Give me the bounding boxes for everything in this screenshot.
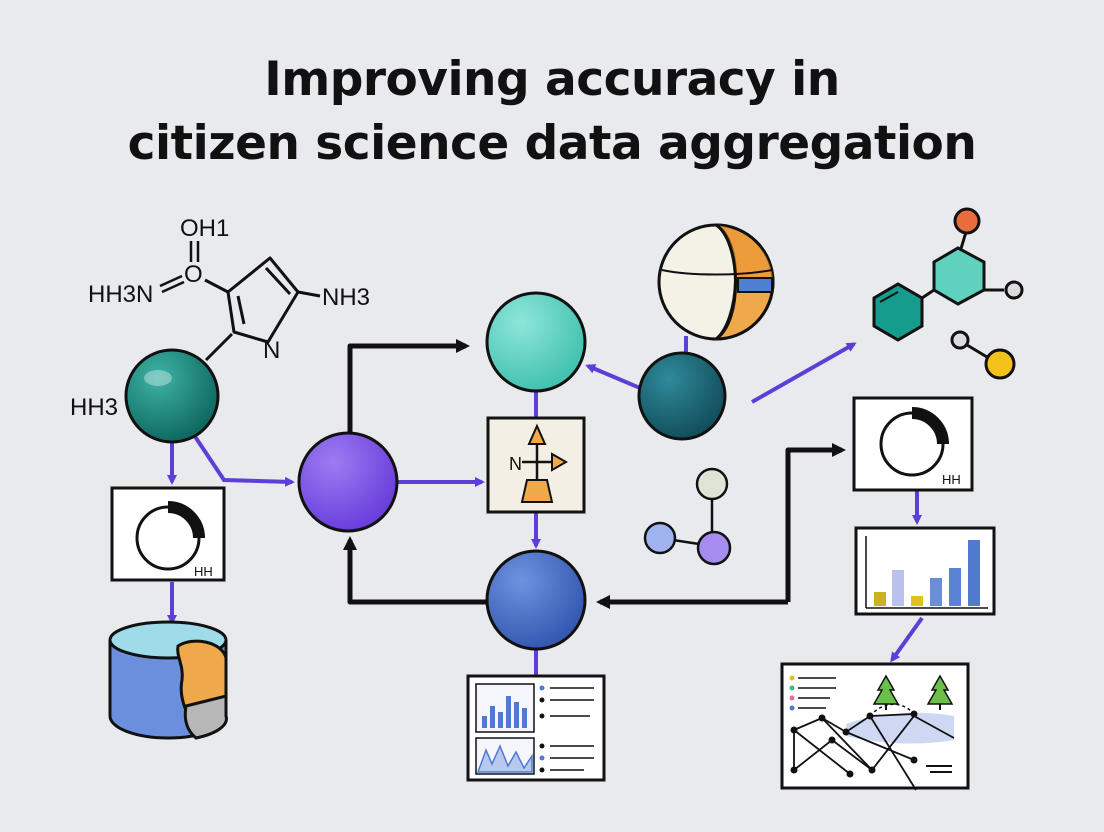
title-line-1: Improving accuracy in	[264, 52, 840, 107]
ring-o-label: O	[184, 261, 203, 288]
hh3-label: HH3	[70, 394, 118, 421]
network-chart-icon	[780, 662, 970, 791]
bar-chart-icon	[854, 526, 996, 616]
black-connectors	[343, 339, 846, 609]
small-molecule-icon	[643, 467, 732, 566]
node-purple	[297, 431, 399, 533]
dashboard-icon	[466, 674, 606, 782]
ring-n-label: N	[263, 337, 280, 364]
page-title: Improving accuracy in citizen science da…	[0, 48, 1104, 176]
arrow-loop-to-gauge	[785, 443, 846, 602]
gauge-icon-left: HH	[110, 486, 226, 582]
symbol-n-label: N	[509, 454, 522, 474]
gauge-icon-right: HH	[852, 396, 974, 492]
arrow-purple-to-teal	[347, 339, 470, 432]
node-teal-light	[485, 291, 587, 393]
globe-icon	[657, 223, 775, 341]
title-line-2: citizen science data aggregation	[127, 116, 977, 171]
amine-left-label: HH3N	[88, 281, 153, 308]
molecule-structure-icon: OH1 HH3N O NH3 N HH3	[70, 215, 370, 421]
gauge-right-label: HH	[942, 472, 961, 487]
arrow-navy-to-teal	[585, 364, 641, 390]
purple-connectors	[167, 336, 924, 678]
node-teal-dark	[124, 348, 220, 444]
arrow-node-to-purple	[192, 433, 295, 487]
hexagon-molecule-icon	[872, 207, 1024, 380]
node-blue	[485, 549, 587, 651]
oh-label: OH1	[180, 215, 229, 242]
arrow-bars-to-network	[890, 616, 924, 663]
database-icon	[108, 620, 228, 740]
arrow-blue-to-purple	[343, 536, 488, 605]
gauge-left-label: HH	[194, 564, 213, 579]
node-navy	[637, 351, 727, 441]
arrow-to-hex-molecule	[751, 342, 857, 404]
nh3-label: NH3	[322, 284, 370, 311]
person-symbol-icon: N	[486, 416, 586, 514]
